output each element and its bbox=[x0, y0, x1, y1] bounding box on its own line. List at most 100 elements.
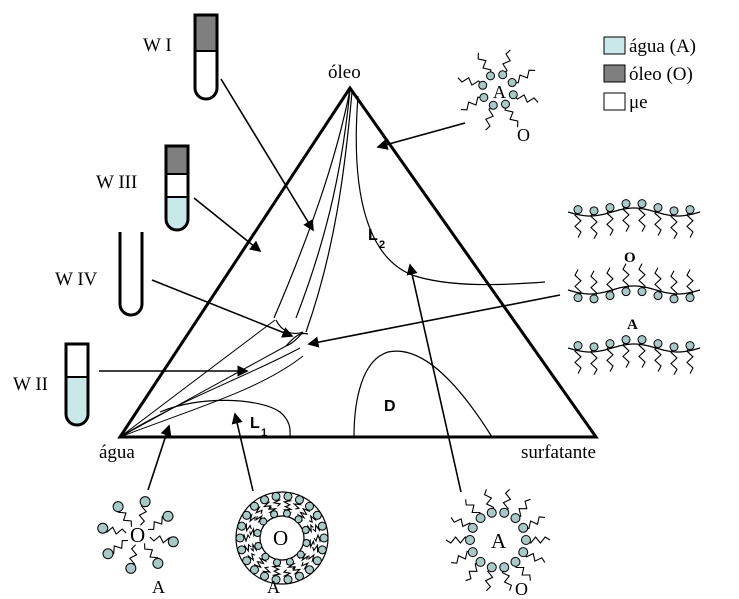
surfactant-molecule bbox=[499, 488, 512, 518]
double-layer-micelle bbox=[235, 491, 329, 585]
reverse-micelle-top-core-label: A bbox=[493, 82, 506, 102]
lamellar-structure bbox=[567, 199, 701, 376]
oil-layer bbox=[166, 146, 188, 174]
reverse-micelle-medium-label: O bbox=[515, 579, 528, 599]
wii-tieline-4 bbox=[119, 355, 304, 438]
surfactant-molecule bbox=[242, 552, 256, 566]
tube-outline bbox=[164, 144, 190, 232]
surfactant-molecule bbox=[605, 203, 615, 236]
surfactant-molecule bbox=[457, 76, 488, 90]
reverse-micelle-top bbox=[457, 49, 539, 131]
surfactant-molecule bbox=[465, 499, 486, 524]
surfactant-molecule bbox=[589, 342, 599, 376]
surfactant-molecule bbox=[445, 535, 475, 545]
lamellar-water-label: A bbox=[627, 317, 638, 333]
surfactant-molecule bbox=[589, 206, 599, 240]
oil-layer bbox=[195, 15, 217, 51]
surfactant-molecule bbox=[149, 535, 179, 548]
surfactant-molecule bbox=[250, 541, 263, 553]
surfactant-molecule bbox=[653, 203, 663, 236]
surfactant-molecule bbox=[292, 566, 304, 581]
label-wii: W II bbox=[13, 374, 48, 395]
surfactant-molecule bbox=[573, 205, 583, 238]
phase-label-l1-subscript: 1 bbox=[261, 427, 267, 439]
surfactant-molecule bbox=[451, 547, 478, 564]
water-layer bbox=[66, 377, 88, 425]
surfactant-molecule bbox=[271, 569, 282, 585]
surfactant-molecule bbox=[477, 52, 496, 81]
surfactant-molecule bbox=[308, 553, 322, 566]
surfactant-molecule bbox=[313, 533, 329, 543]
tube-outline bbox=[64, 342, 90, 427]
surfactant-molecule bbox=[97, 522, 127, 535]
phase-label-l2: L bbox=[368, 227, 378, 244]
phase-label-l2-subscript: 2 bbox=[379, 239, 385, 251]
surfactant-molecule bbox=[235, 533, 251, 543]
triangle-outline bbox=[117, 85, 599, 439]
wii-tieline-1 bbox=[119, 319, 276, 438]
surfactant-molecule bbox=[685, 205, 695, 238]
surfactant-molecule bbox=[685, 341, 695, 374]
label-wi: W I bbox=[143, 35, 172, 56]
surfactant-molecule bbox=[312, 521, 327, 533]
surfactant-molecule bbox=[510, 556, 531, 581]
interface-curve bbox=[567, 343, 701, 353]
interface-curve bbox=[567, 285, 701, 295]
surfactant-molecule bbox=[589, 270, 599, 304]
arrow-wiv bbox=[151, 279, 294, 338]
surfactant-molecule bbox=[260, 566, 272, 581]
vertex-label-oil: óleo bbox=[328, 62, 361, 83]
surfactant-molecule bbox=[258, 552, 270, 565]
reverse-micelle-top-medium-label: O bbox=[517, 125, 530, 145]
surfactant-molecule bbox=[308, 510, 322, 524]
surfactant-molecule bbox=[621, 263, 631, 297]
surfactant-molecule bbox=[271, 491, 282, 507]
surfactant-molecule bbox=[518, 547, 546, 563]
label-wiii: W III bbox=[96, 172, 137, 193]
surfactant-molecule bbox=[521, 535, 551, 545]
label-wiv: W IV bbox=[55, 269, 98, 290]
arrow-water-micelle bbox=[147, 424, 172, 491]
surfactant-molecule bbox=[484, 100, 498, 131]
micelle-water-continuous bbox=[97, 496, 179, 574]
phase-label-l1: L bbox=[250, 415, 260, 432]
tube-wiii: W III bbox=[96, 144, 190, 232]
arrow-lamellar bbox=[307, 294, 561, 348]
wi-boundary-left bbox=[273, 89, 351, 319]
surfactant-molecule bbox=[301, 562, 315, 575]
wii-tieline-2 bbox=[119, 345, 287, 438]
surfactant-molecule bbox=[653, 339, 663, 372]
microemulsion-layer bbox=[166, 174, 188, 197]
arrow-wi bbox=[220, 78, 314, 232]
microemulsion-layer bbox=[66, 344, 88, 377]
surfactant-molecule bbox=[573, 341, 583, 374]
wii-tieline-3 bbox=[119, 347, 301, 438]
surfactant-molecule bbox=[507, 69, 536, 88]
legend-swatch-microemulsion bbox=[603, 92, 626, 111]
surfactant-molecule bbox=[249, 527, 262, 538]
surfactant-molecule bbox=[271, 558, 282, 571]
lamellar-oil-label: O bbox=[624, 250, 636, 266]
tube-outline bbox=[193, 13, 219, 101]
tube-wiv: W IV bbox=[55, 232, 144, 317]
surfactant-molecule bbox=[260, 495, 272, 510]
arrow-reverse-micelle bbox=[406, 263, 462, 493]
water-layer bbox=[166, 197, 188, 230]
surfactant-molecule bbox=[621, 199, 631, 232]
surfactant-molecule bbox=[292, 495, 304, 510]
vertex-label-surfactant: surfatante bbox=[521, 442, 596, 463]
surfactant-molecule bbox=[460, 92, 489, 111]
surfactant-molecule bbox=[484, 562, 497, 592]
surfactant-molecule bbox=[296, 550, 309, 562]
surfactant-molecule bbox=[112, 501, 132, 527]
surfactant-molecule bbox=[637, 335, 647, 368]
surfactant-molecule bbox=[510, 498, 531, 524]
interface-curve bbox=[567, 207, 701, 217]
surfactant-molecule bbox=[605, 339, 615, 372]
micelle-core-label: O bbox=[130, 523, 145, 547]
surfactant-molecule bbox=[605, 267, 615, 301]
surfactant-molecule bbox=[312, 543, 327, 555]
surfactant-molecule bbox=[102, 539, 129, 560]
surfactant-molecule bbox=[285, 557, 297, 570]
